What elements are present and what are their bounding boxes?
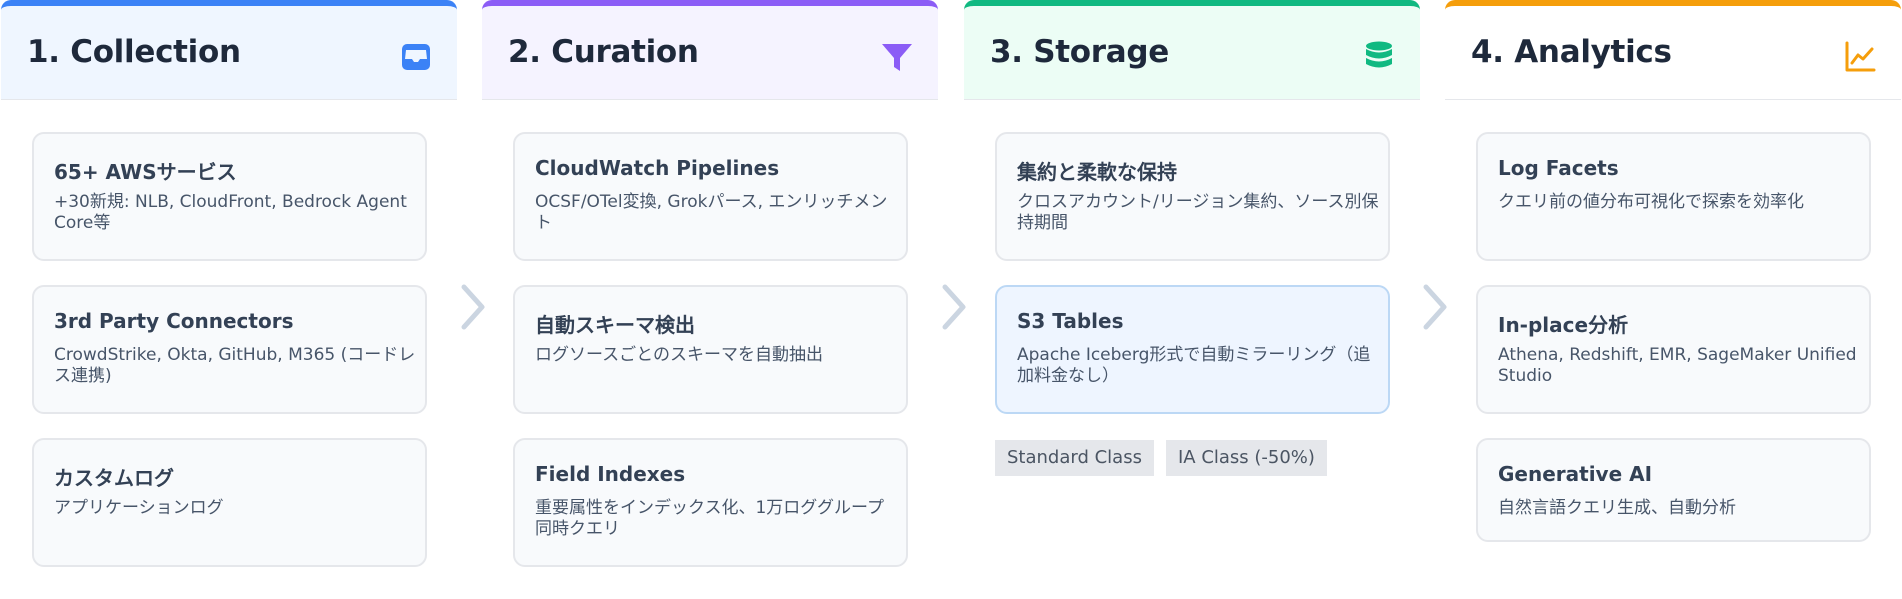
storage-header: 3. Storage (964, 0, 1420, 100)
card-auto-schema-detection: 自動スキーマ検出 ログソースごとのスキーマを自動抽出 (513, 285, 908, 414)
card-generative-ai: Generative AI 自然言語クエリ生成、自動分析 (1476, 438, 1871, 542)
tag-standard-class: Standard Class (995, 440, 1154, 476)
card-third-party-connectors: 3rd Party Connectors CrowdStrike, Okta, … (32, 285, 427, 414)
card-description: 自然言語クエリ生成、自動分析 (1498, 498, 1736, 518)
card-title: Field Indexes (535, 462, 686, 486)
storage-column: 3. Storage 集約と柔軟な保持 クロスアカウント/リージョン集約、ソース… (964, 0, 1420, 599)
curation-header: 2. Curation (482, 0, 938, 100)
card-description: OCSF/OTel変換, Grokパース, エンリッチメント (535, 192, 888, 233)
card-title: S3 Tables (1017, 309, 1124, 333)
database-icon (1366, 41, 1392, 68)
card-title: CloudWatch Pipelines (535, 156, 780, 180)
filter-icon (882, 44, 912, 71)
card-in-place-analysis: In-place分析 Athena, Redshift, EMR, SageMa… (1476, 285, 1871, 414)
card-aggregation-retention: 集約と柔軟な保持 クロスアカウント/リージョン集約、ソース別保持期間 (995, 132, 1390, 261)
card-description: Apache Iceberg形式で自動ミラーリング（追加料金なし） (1017, 345, 1371, 386)
collection-title: 1. Collection (27, 34, 241, 70)
card-title: Generative AI (1498, 462, 1653, 486)
curation-column: 2. Curation CloudWatch Pipelines OCSF/OT… (482, 0, 938, 599)
tag-ia-class: IA Class (-50%) (1165, 440, 1327, 476)
card-title: 3rd Party Connectors (54, 309, 294, 333)
line-chart-icon (1845, 41, 1876, 72)
card-title: カスタムログ (54, 466, 174, 490)
card-description: Athena, Redshift, EMR, SageMaker Unified… (1498, 345, 1857, 386)
card-log-facets: Log Facets クエリ前の値分布可視化で探索を効率化 (1476, 132, 1871, 261)
card-description: クエリ前の値分布可視化で探索を効率化 (1498, 192, 1804, 212)
chevron-right-icon (942, 284, 966, 330)
storage-class-tags: Standard Class IA Class (-50%) (995, 440, 1327, 476)
card-description: 重要属性をインデックス化、1万ロググループ同時クエリ (535, 498, 884, 539)
card-title: Log Facets (1498, 156, 1619, 180)
card-custom-logs: カスタムログ アプリケーションログ (32, 438, 427, 567)
card-aws-services: 65+ AWSサービス +30新規: NLB, CloudFront, Bedr… (32, 132, 427, 261)
analytics-header: 4. Analytics (1445, 0, 1901, 100)
chevron-right-icon (461, 284, 485, 330)
chevron-right-icon (1423, 284, 1447, 330)
card-description: ログソースごとのスキーマを自動抽出 (535, 345, 823, 365)
card-description: CrowdStrike, Okta, GitHub, M365 (コードレス連携… (54, 345, 416, 386)
inbox-icon (402, 44, 430, 70)
storage-title: 3. Storage (990, 34, 1170, 70)
analytics-column: 4. Analytics Log Facets クエリ前の値分布可視化で探索を効… (1445, 0, 1901, 599)
card-s3-tables: S3 Tables Apache Iceberg形式で自動ミラーリング（追加料金… (995, 285, 1390, 414)
card-title: In-place分析 (1498, 313, 1629, 337)
card-field-indexes: Field Indexes 重要属性をインデックス化、1万ロググループ同時クエリ (513, 438, 908, 567)
collection-header: 1. Collection (1, 0, 457, 100)
analytics-title: 4. Analytics (1471, 34, 1672, 70)
card-title: 自動スキーマ検出 (535, 313, 695, 337)
card-title: 65+ AWSサービス (54, 160, 237, 184)
collection-column: 1. Collection 65+ AWSサービス +30新規: NLB, Cl… (1, 0, 457, 599)
card-description: +30新規: NLB, CloudFront, Bedrock Agent Co… (54, 192, 407, 233)
card-cloudwatch-pipelines: CloudWatch Pipelines OCSF/OTel変換, Grokパー… (513, 132, 908, 261)
card-description: クロスアカウント/リージョン集約、ソース別保持期間 (1017, 192, 1379, 233)
card-title: 集約と柔軟な保持 (1017, 160, 1177, 184)
card-description: アプリケーションログ (54, 498, 224, 518)
curation-title: 2. Curation (508, 34, 699, 70)
